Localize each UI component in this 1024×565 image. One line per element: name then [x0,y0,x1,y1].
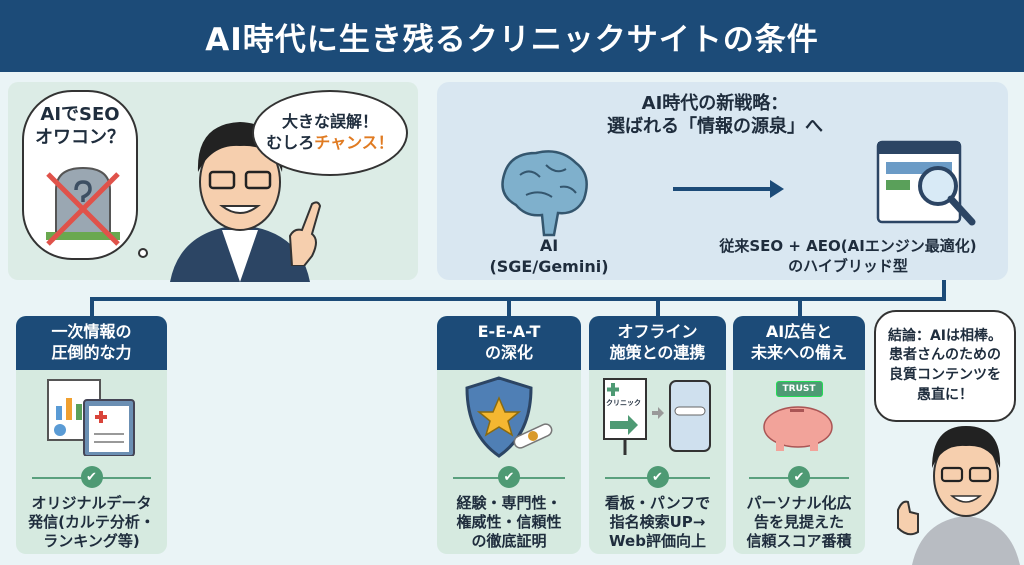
check-divider: ✔ [16,464,167,492]
connector-drop [942,280,946,300]
card-header: オフライン施策との連携 [589,316,726,370]
card-body: 経験・専門性・権威性・信頼性の徹底証明 [437,492,581,554]
card-title-line: 施策との連携 [609,343,706,362]
card-illustration: クリニック [589,370,726,464]
card-body: パーソナル化広告を見提えた信頼スコア番積 [733,492,865,554]
card-body-line: 指名検索UP→ [609,513,706,532]
check-divider: ✔ [437,464,581,492]
arrow-line [673,187,773,191]
card-title-line: AI広告と [765,322,833,342]
conclusion-line: 愚直に！ [916,386,973,403]
web-search-icon [876,140,976,226]
report-clipboard-icon [46,379,135,456]
card-illustration [16,370,167,464]
check-icon: ✔ [498,466,520,488]
check-icon: ✔ [788,466,810,488]
ai-label: AI (SGE/Gemini) [484,236,614,278]
check-icon: ✔ [80,466,103,488]
card-body-line: の徹底証明 [471,532,547,551]
conclusion-line: 良質コンテンツを [888,367,1001,383]
check-divider: ✔ [733,464,865,492]
check-divider: ✔ [589,464,726,492]
card-body-line: パーソナル化広 [746,494,852,512]
heading-line: 選ばれる「情報の源泉」へ [607,116,823,138]
connector-drop [507,297,511,317]
card-body-line: Web評価向上 [609,532,706,551]
card-body-line: オリジナルデータ [31,494,152,512]
card-body-line: 看板・パンフで [604,494,711,512]
ai-label-line: (SGE/Gemini) [489,256,609,276]
speech-text: むしろ [266,133,315,152]
card-primary-info: 一次情報の圧倒的な力 ✔ オリジナルデータ発信(カルテ分析・ランキング等) [16,316,167,554]
hybrid-label-line: のハイブリッド型 [788,257,908,276]
card-body: 看板・パンフで指名検索UP→Web評価向上 [589,492,726,554]
pointing-hand-icon [288,201,322,266]
card-title-line: の深化 [484,343,533,362]
brain-icon [501,150,588,237]
conclusion-line: 患者さんのための [888,347,1001,364]
thought-text: AIでSEO オワコン？ [24,104,136,149]
conclusion-bubble: 結論：AIは相棒。患者さんのための良質コンテンツを愚直に！ [874,310,1016,422]
card-illustration [437,370,581,464]
thought-line: オワコン？ [35,126,125,148]
card-title-line: 未来への備え [750,343,847,362]
presenter-thumbs-up-illustration [897,426,1020,565]
card-title-line: E-E-A-T [477,322,541,342]
arrow-head-icon [770,180,784,198]
ai-label-line: AI [539,236,559,255]
title-bar: AI時代に生き残るクリニックサイトの条件 [0,0,1024,72]
card-body-line: 信頼スコア番積 [746,532,852,551]
trust-badge: TRUST [775,381,823,397]
conclusion-line: 結論：AIは相棒。 [887,327,1003,344]
card-body: オリジナルデータ発信(カルテ分析・ランキング等) [16,492,167,554]
connector-drop [798,297,802,317]
card-body-line: ランキング等) [43,532,140,551]
card-ai-ads: AI広告と未来への備え TRUST ✔ パーソナル化広告を見提えた信頼スコア番積 [733,316,865,554]
card-title-line: 一次情報の [51,322,132,342]
card-body-line: 経験・専門性・ [456,494,562,512]
speech-accent: チャンス！ [314,133,394,152]
thought-line: AIでSEO [40,104,120,125]
strategy-heading: AI時代の新戦略： 選ばれる「情報の源泉」へ [560,92,870,139]
speech-bubble: 大きな誤解！ むしろチャンス！ [252,90,408,176]
card-title-line: オフライン [617,322,698,342]
hybrid-label-line: 従来SEO + AEO(AIエンジン最適化) [719,237,977,255]
connector-drop [90,297,94,317]
card-body-line: 発信(カルテ分析・ [28,513,155,532]
card-header: AI広告と未来への備え [733,316,865,370]
signboard-phone-icon [602,378,711,455]
card-offline: オフライン施策との連携 クリニック ✔ 看板・パンフで指名検索UP→Web評価向… [589,316,726,554]
card-header: 一次情報の圧倒的な力 [16,316,167,370]
heading-line: AI時代の新戦略： [641,93,789,114]
check-icon: ✔ [646,466,669,488]
card-body-line: 告を見提えた [753,513,844,532]
speech-line: 大きな誤解！ [281,112,378,132]
card-body-line: 権威性・信頼性 [456,513,562,532]
shield-star-icon [465,376,553,458]
thought-dot [138,248,148,258]
connector-drop [656,297,660,317]
connector-line [90,297,946,301]
card-title-line: 圧倒的な力 [51,343,132,362]
hybrid-label: 従来SEO + AEO(AIエンジン最適化) のハイブリッド型 [690,236,1006,277]
card-illustration: TRUST [733,370,865,464]
tombstone-icon [46,166,120,246]
page-title: AI時代に生き残るクリニックサイトの条件 [205,21,819,58]
piggy-bank-icon [763,406,833,451]
sign-text: クリニック [606,399,641,407]
